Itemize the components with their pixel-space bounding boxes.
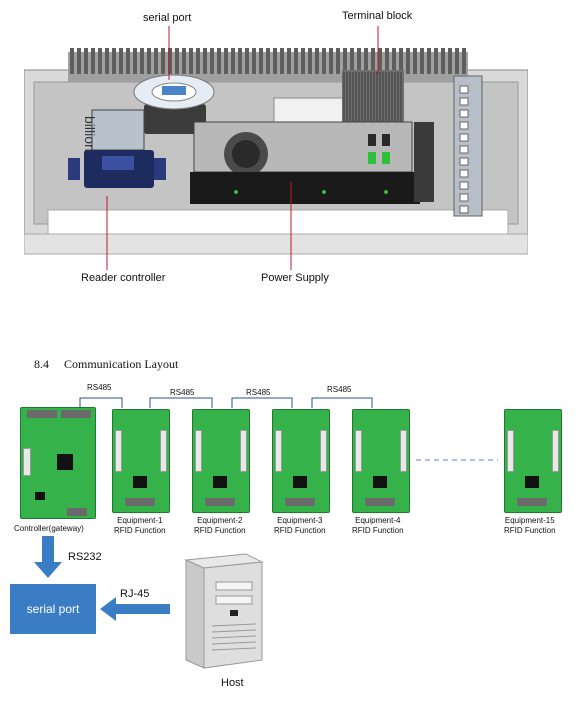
equipment-caption-15: Equipment-15 RFID Function xyxy=(504,516,556,536)
equipment-board-15 xyxy=(504,409,562,513)
equipment-name: Equipment-2 xyxy=(197,516,243,525)
rs232-label: RS232 xyxy=(68,551,102,563)
host-label: Host xyxy=(221,677,244,689)
controller-board xyxy=(20,407,96,519)
rs485-label-4: RS485 xyxy=(327,385,352,394)
equipment-caption-3: Equipment-3 RFID Function xyxy=(274,516,326,536)
equipment-function: RFID Function xyxy=(114,526,166,535)
rs232-arrow xyxy=(34,536,62,578)
label-reader-controller: Reader controller xyxy=(81,272,166,284)
ellipsis-dashed-line xyxy=(416,459,498,461)
rj45-label: RJ-45 xyxy=(120,588,150,600)
rs485-bus xyxy=(79,397,373,408)
equipment-function: RFID Function xyxy=(194,526,246,535)
equipment-function: RFID Function xyxy=(352,526,404,535)
label-serial-port: serial port xyxy=(143,12,192,24)
equipment-function: RFID Function xyxy=(274,526,326,535)
rs485-label-1: RS485 xyxy=(87,383,112,392)
equipment-caption-2: Equipment-2 RFID Function xyxy=(194,516,246,536)
label-power-supply: Power Supply xyxy=(261,272,329,284)
equipment-function: RFID Function xyxy=(504,526,556,535)
host-computer-icon xyxy=(184,553,264,669)
equipment-board-1 xyxy=(112,409,170,513)
equipment-name: Equipment-3 xyxy=(277,516,323,525)
rj45-arrow xyxy=(100,597,170,621)
equipment-board-3 xyxy=(272,409,330,513)
section-heading: 8.4 Communication Layout xyxy=(34,357,178,372)
cabinet-illustration xyxy=(23,48,529,255)
label-terminal-block: Terminal block xyxy=(342,10,413,22)
section-title: Communication Layout xyxy=(64,357,179,371)
controller-caption: Controller(gateway) xyxy=(14,524,84,533)
rs485-label-3: RS485 xyxy=(246,388,271,397)
equipment-name: Equipment-4 xyxy=(355,516,401,525)
cabinet-figure: billion xyxy=(23,42,529,256)
equipment-board-4 xyxy=(352,409,410,513)
serial-port-box: serial port xyxy=(10,584,96,634)
rs485-label-2: RS485 xyxy=(170,388,195,397)
equipment-caption-1: Equipment-1 RFID Function xyxy=(114,516,166,536)
equipment-caption-4: Equipment-4 RFID Function xyxy=(352,516,404,536)
callout-lines xyxy=(106,26,379,270)
section-number: 8.4 xyxy=(34,357,49,371)
equipment-board-2 xyxy=(192,409,250,513)
equipment-name: Equipment-1 xyxy=(117,516,163,525)
equipment-name: Equipment-15 xyxy=(504,516,555,525)
